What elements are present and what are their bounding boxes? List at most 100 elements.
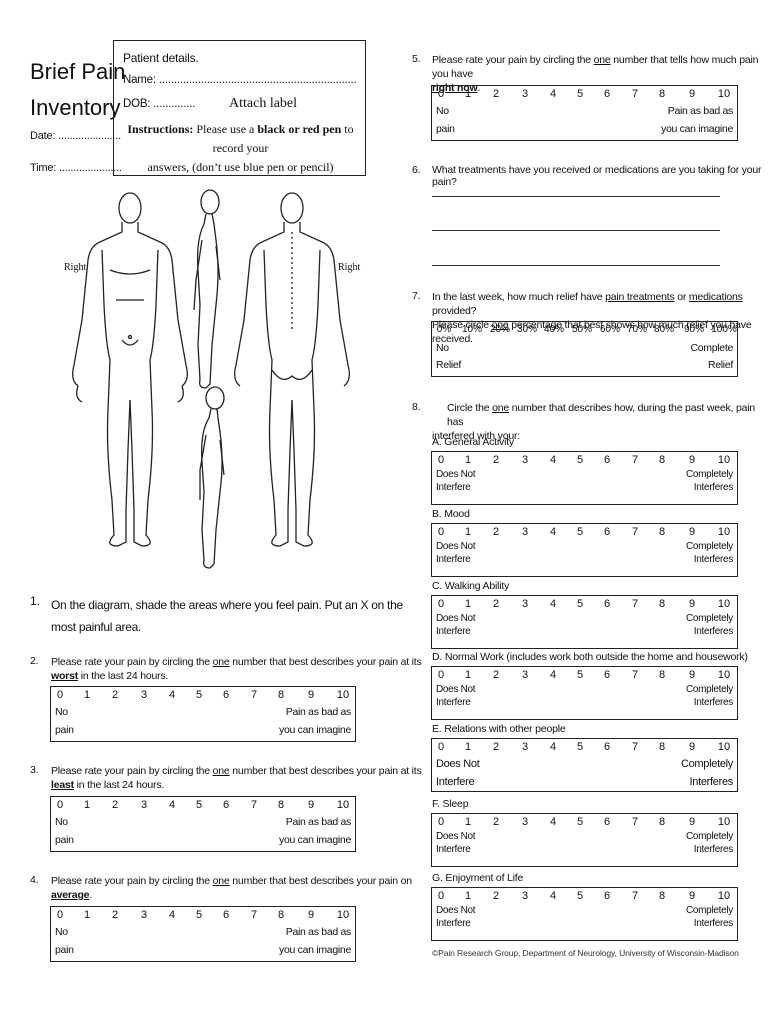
q3-option-9[interactable]: 9 (307, 799, 315, 811)
q8-c-option-9[interactable]: 9 (688, 598, 696, 610)
q5-option-3[interactable]: 3 (521, 88, 529, 100)
q4-option-3[interactable]: 3 (140, 909, 148, 921)
q8-f-option-10[interactable]: 10 (717, 816, 731, 828)
q8-c-option-4[interactable]: 4 (549, 598, 557, 610)
q8-c-option-2[interactable]: 2 (492, 598, 500, 610)
q6-answer-line-1[interactable] (432, 196, 720, 197)
q8-g-option-3[interactable]: 3 (521, 890, 529, 902)
q8-c-option-3[interactable]: 3 (521, 598, 529, 610)
q8-f-option-4[interactable]: 4 (549, 816, 557, 828)
q5-option-0[interactable]: 0 (437, 88, 445, 100)
q8-b-option-0[interactable]: 0 (437, 526, 445, 538)
q7-option-5[interactable]: 50% (571, 324, 592, 335)
q8-a-option-10[interactable]: 10 (717, 454, 731, 466)
q5-option-9[interactable]: 9 (688, 88, 696, 100)
q8-b-option-3[interactable]: 3 (521, 526, 529, 538)
q8-a-option-8[interactable]: 8 (658, 454, 666, 466)
q5-option-1[interactable]: 1 (464, 88, 472, 100)
q2-option-0[interactable]: 0 (56, 689, 64, 701)
q8-b-option-6[interactable]: 6 (603, 526, 611, 538)
body-front-figure[interactable] (72, 192, 188, 547)
q8-f-option-2[interactable]: 2 (492, 816, 500, 828)
q8-d-option-8[interactable]: 8 (658, 669, 666, 681)
q8-e-option-7[interactable]: 7 (631, 741, 639, 753)
q8-f-option-7[interactable]: 7 (631, 816, 639, 828)
q2-option-5[interactable]: 5 (195, 689, 203, 701)
q4-option-10[interactable]: 10 (336, 909, 350, 921)
q2-option-3[interactable]: 3 (140, 689, 148, 701)
q8-f-option-1[interactable]: 1 (464, 816, 472, 828)
q8-a-option-4[interactable]: 4 (549, 454, 557, 466)
body-back-figure[interactable] (234, 192, 350, 547)
q2-option-2[interactable]: 2 (111, 689, 119, 701)
q8-e-option-1[interactable]: 1 (464, 741, 472, 753)
q2-option-9[interactable]: 9 (307, 689, 315, 701)
q8-d-option-7[interactable]: 7 (631, 669, 639, 681)
q8-g-option-2[interactable]: 2 (492, 890, 500, 902)
q6-answer-line-2[interactable] (432, 230, 720, 231)
q8-g-option-5[interactable]: 5 (576, 890, 584, 902)
q8-e-option-10[interactable]: 10 (717, 741, 731, 753)
q8-e-option-4[interactable]: 4 (549, 741, 557, 753)
q8-c-option-8[interactable]: 8 (658, 598, 666, 610)
q8-e-option-8[interactable]: 8 (658, 741, 666, 753)
q8-e-option-2[interactable]: 2 (492, 741, 500, 753)
q4-option-5[interactable]: 5 (195, 909, 203, 921)
q8-g-option-10[interactable]: 10 (717, 890, 731, 902)
q8-g-option-6[interactable]: 6 (603, 890, 611, 902)
name-field[interactable]: Name: ..................................… (123, 74, 357, 86)
q8-a-option-9[interactable]: 9 (688, 454, 696, 466)
q6-answer-line-3[interactable] (432, 265, 720, 266)
q3-option-7[interactable]: 7 (250, 799, 258, 811)
time-field[interactable]: Time: ...................... (30, 162, 122, 174)
q3-option-0[interactable]: 0 (56, 799, 64, 811)
q8-d-option-10[interactable]: 10 (717, 669, 731, 681)
q4-option-7[interactable]: 7 (250, 909, 258, 921)
body-diagram[interactable] (60, 180, 370, 580)
q5-option-2[interactable]: 2 (492, 88, 500, 100)
date-field[interactable]: Date: ...................... (30, 130, 121, 142)
q8-g-option-8[interactable]: 8 (658, 890, 666, 902)
q2-option-1[interactable]: 1 (83, 689, 91, 701)
q7-option-4[interactable]: 40% (543, 324, 564, 335)
q3-option-3[interactable]: 3 (140, 799, 148, 811)
q8-f-option-9[interactable]: 9 (688, 816, 696, 828)
q8-e-option-9[interactable]: 9 (688, 741, 696, 753)
q8-f-option-5[interactable]: 5 (576, 816, 584, 828)
q8-a-option-7[interactable]: 7 (631, 454, 639, 466)
q8-b-option-5[interactable]: 5 (576, 526, 584, 538)
q8-f-option-6[interactable]: 6 (603, 816, 611, 828)
q8-a-option-2[interactable]: 2 (492, 454, 500, 466)
q5-option-5[interactable]: 5 (576, 88, 584, 100)
q5-option-8[interactable]: 8 (658, 88, 666, 100)
q4-option-8[interactable]: 8 (277, 909, 285, 921)
body-side-figure-top[interactable] (193, 189, 221, 389)
q4-option-6[interactable]: 6 (222, 909, 230, 921)
q4-option-2[interactable]: 2 (111, 909, 119, 921)
q8-g-option-9[interactable]: 9 (688, 890, 696, 902)
q8-c-option-1[interactable]: 1 (464, 598, 472, 610)
q3-option-6[interactable]: 6 (222, 799, 230, 811)
q5-option-6[interactable]: 6 (603, 88, 611, 100)
q8-g-option-1[interactable]: 1 (464, 890, 472, 902)
q8-g-option-4[interactable]: 4 (549, 890, 557, 902)
q2-option-8[interactable]: 8 (277, 689, 285, 701)
body-side-figure-bottom[interactable] (199, 386, 225, 569)
q8-d-option-6[interactable]: 6 (603, 669, 611, 681)
q5-option-10[interactable]: 10 (717, 88, 731, 100)
q8-f-option-3[interactable]: 3 (521, 816, 529, 828)
q8-e-option-5[interactable]: 5 (576, 741, 584, 753)
q8-d-option-9[interactable]: 9 (688, 669, 696, 681)
q8-d-option-2[interactable]: 2 (492, 669, 500, 681)
q8-g-option-7[interactable]: 7 (631, 890, 639, 902)
q7-option-1[interactable]: 10% (461, 324, 482, 335)
q7-option-3[interactable]: 30% (516, 324, 537, 335)
q2-option-6[interactable]: 6 (222, 689, 230, 701)
